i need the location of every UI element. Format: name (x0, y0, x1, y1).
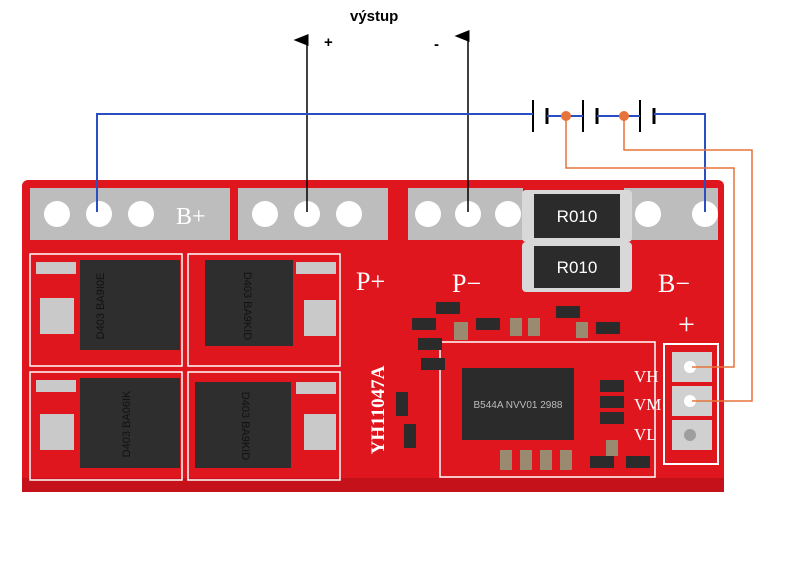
label-b-plus: B+ (176, 204, 206, 230)
mosfet-label-1: D403 BA9I0E (95, 273, 107, 340)
mosfet-labels: D403 BA9I0E D403 BA9KID D403 BA06IK D403… (95, 272, 253, 461)
ic-label: B544A NVV01 2988 (474, 400, 563, 411)
mosfet-area (29, 253, 341, 481)
orange-wires (565, 116, 753, 402)
smd-components (396, 302, 650, 470)
label-b-minus: B− (658, 269, 690, 298)
control-ic (439, 341, 656, 478)
mosfet-label-3: D403 BA06IK (121, 390, 133, 457)
output-plus-sign: + (324, 34, 333, 51)
resistor-label-1: R010 (557, 207, 598, 226)
resistor-label-2: R010 (557, 258, 598, 277)
balance-tap-1 (561, 111, 571, 121)
output-title: výstup (350, 8, 399, 25)
balance-connector (663, 343, 719, 465)
label-p-minus: P− (452, 269, 481, 298)
mosfet-label-4: D403 BA9KID (239, 392, 251, 461)
silkscreen-labels: B+ P+ P− B− + VH VM VL YH11047A (176, 204, 695, 454)
blue-wires (96, 113, 706, 212)
output-arrows (293, 30, 470, 212)
label-connector-plus: + (678, 308, 695, 341)
board-model-label: YH11047A (368, 365, 389, 454)
label-vm: VM (634, 395, 661, 414)
label-vl: VL (634, 425, 657, 444)
shunt-resistors (522, 190, 632, 292)
balance-tap-2 (619, 111, 629, 121)
terminal-pads (30, 188, 718, 240)
label-p-plus: P+ (356, 267, 385, 296)
output-minus-sign: - (434, 36, 439, 53)
mosfet-label-2: D403 BA9KID (241, 272, 253, 341)
label-vh: VH (634, 367, 659, 386)
